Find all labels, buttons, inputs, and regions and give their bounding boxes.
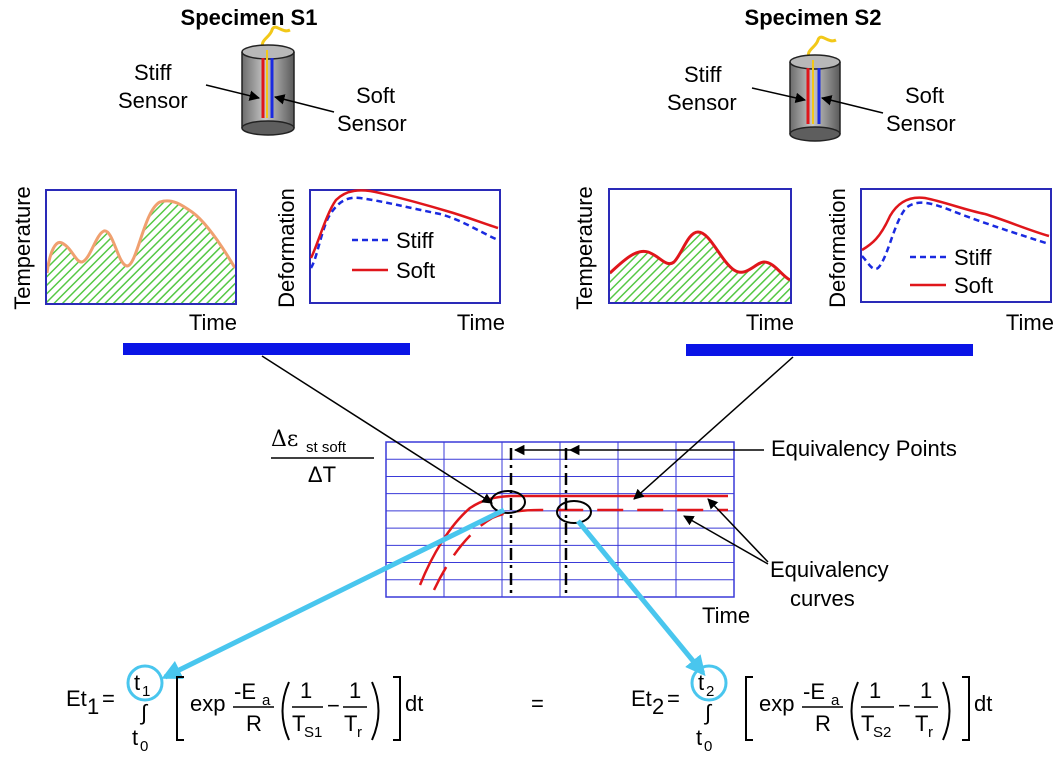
s1-blue-bar (123, 343, 410, 355)
s2-to-chart-pointer (633, 356, 794, 500)
eq-right-minus: − (898, 693, 911, 718)
s2-def-ylabel: Deformation (825, 188, 850, 308)
s1-soft-pointer (273, 94, 335, 113)
eq-left-ea-sub: a (262, 692, 271, 709)
equivalency-curves-line1: Equivalency (770, 557, 889, 582)
eq-left-one-b: 1 (349, 678, 361, 703)
eq-left-dt: dt (405, 691, 423, 716)
s1-def-ylabel: Deformation (274, 188, 299, 308)
cyan-arrow-t1 (161, 507, 506, 680)
equivalency-ylabel: Δε st soft ΔT (271, 427, 374, 487)
eq-left-tr: T (344, 711, 357, 736)
cyan-arrow-t2 (576, 519, 706, 677)
eq-right-lower-limit: t (696, 725, 702, 750)
equivalency-point-2 (556, 500, 592, 524)
eq-right-r: R (815, 711, 831, 736)
s2-stiff-sensor-line2: Sensor (667, 90, 737, 115)
equivalency-xlabel: Time (702, 603, 750, 628)
eq-left-lower-limit: t (132, 725, 138, 750)
eq-left-lhs-sub: 1 (87, 694, 99, 719)
eq-left-ts-sub: S1 (304, 724, 322, 741)
equivalency-curve-solid (418, 494, 728, 586)
s2-stiff-sensor-line1: Stiff (684, 62, 722, 87)
svg-text:∫: ∫ (139, 700, 149, 725)
s2-soft-sensor-line2: Sensor (886, 111, 956, 136)
s2-blue-bar (686, 344, 973, 356)
eq-right-tr: T (915, 711, 928, 736)
eq-left-r: R (246, 711, 262, 736)
s2-legend-soft: Soft (954, 273, 993, 298)
specimen-s1-cylinder (241, 25, 295, 136)
eq-left-neg-ea: -E (234, 679, 256, 704)
s1-deformation-chart: Stiff Soft Deformation Time (274, 188, 505, 335)
eq-right-ts-sub: S2 (873, 724, 891, 741)
s1-temp-ylabel: Temperature (10, 186, 35, 310)
eq-right-exp: exp (759, 691, 794, 716)
eq-right-upper-circle (690, 664, 728, 702)
eq-left-ts: T (292, 711, 305, 736)
eq-left-upper-limit: t (134, 670, 140, 695)
s2-temp-ylabel: Temperature (572, 186, 597, 310)
s1-stiff-sensor-line2: Sensor (118, 88, 188, 113)
s1-def-xlabel: Time (457, 310, 505, 335)
s2-temp-xlabel: Time (746, 310, 794, 335)
s1-soft-sensor-line2: Sensor (337, 111, 407, 136)
eq-right-ea-sub: a (831, 692, 840, 709)
ylabel-subscript: st soft (306, 439, 347, 456)
ylabel-delta-t: ΔT (308, 462, 336, 487)
s2-def-xlabel: Time (1006, 310, 1054, 335)
eq-left-minus: − (327, 693, 340, 718)
equivalency-curves-line2: curves (790, 586, 855, 611)
s2-legend-stiff: Stiff (954, 245, 992, 270)
eq-center-equals: = (531, 691, 544, 716)
s1-legend-soft: Soft (396, 258, 435, 283)
svg-text:=: = (667, 686, 680, 711)
eq-right-upper-limit: t (698, 670, 704, 695)
eq-right-one-a: 1 (869, 678, 881, 703)
specimen-s1-title: Specimen S1 (181, 5, 318, 30)
ylabel-delta-eps: Δε (271, 427, 298, 452)
eq-right-one-b: 1 (920, 678, 932, 703)
s1-to-chart-pointer (261, 355, 493, 504)
equation-left: Et 1 = t 1 ∫ t 0 exp -E a R 1 T S1 − 1 T… (66, 664, 423, 755)
svg-text:∫: ∫ (703, 700, 713, 725)
eq-right-upper-limit-sub: 2 (706, 683, 714, 700)
equation-right: Et 2 = t 2 ∫ t 0 exp -E a R 1 T S2 − 1 T… (631, 664, 992, 755)
eq-left-one-a: 1 (300, 678, 312, 703)
s2-stiff-pointer (751, 87, 807, 104)
eq-left-tr-sub: r (357, 724, 362, 741)
eq-left-exp: exp (190, 691, 225, 716)
s2-soft-pointer (820, 95, 884, 114)
eq-right-lhs-sub: 2 (652, 694, 664, 719)
eq-left-lower-limit-sub: 0 (140, 738, 148, 755)
specimen-s2-title: Specimen S2 (745, 5, 882, 30)
specimen-s2-cylinder (789, 35, 841, 142)
s1-stiff-pointer (205, 84, 261, 101)
eq-left-upper-circle (126, 664, 164, 702)
eq-right-tr-sub: r (928, 724, 933, 741)
s1-temp-xlabel: Time (189, 310, 237, 335)
eq-right-dt: dt (974, 691, 992, 716)
s2-temperature-chart: Temperature Time (572, 186, 794, 335)
equation: Et 1 = t 1 ∫ t 0 exp -E a R 1 T S1 − 1 T… (66, 664, 992, 755)
specimen-s2: Specimen S2 Stiff Sensor Soft Sensor Tem… (572, 5, 1054, 356)
s1-legend-stiff: Stiff (396, 228, 434, 253)
specimen-s1: Specimen S1 Stiff Sensor Soft Sensor Tem… (10, 5, 505, 355)
eq-left-upper-limit-sub: 1 (142, 683, 150, 700)
s1-stiff-sensor-line1: Stiff (134, 60, 172, 85)
equivalency-chart: Δε st soft ΔT Time Equivalency Points Eq… (161, 355, 957, 680)
equivalency-points-label: Equivalency Points (771, 436, 957, 461)
s2-soft-sensor-line1: Soft (905, 83, 944, 108)
s1-soft-sensor-line1: Soft (356, 83, 395, 108)
svg-text:=: = (102, 686, 115, 711)
s2-deformation-chart: Stiff Soft Deformation Time (825, 188, 1054, 335)
s1-temperature-chart: Temperature Time (10, 186, 237, 335)
eq-left-lhs: Et (66, 686, 87, 711)
eq-right-ts: T (861, 711, 874, 736)
eq-right-lower-limit-sub: 0 (704, 738, 712, 755)
eq-right-neg-ea: -E (803, 679, 825, 704)
eq-right-lhs: Et (631, 686, 652, 711)
